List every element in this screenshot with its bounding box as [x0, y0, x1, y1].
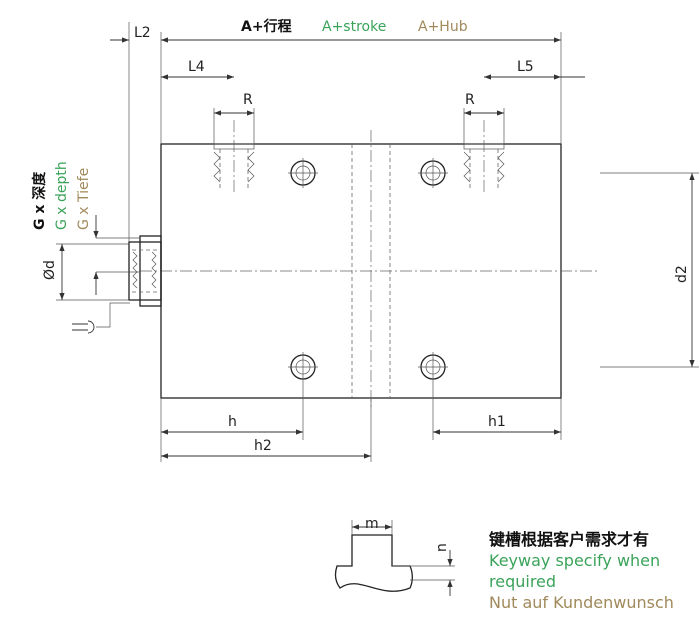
- dim-L4: L4: [188, 59, 205, 75]
- dim-R-right: R: [465, 92, 475, 108]
- dim-h: h: [228, 414, 237, 430]
- bolt-hole-bottom-right: [418, 352, 448, 382]
- bolt-hole-top-left: [288, 158, 318, 188]
- keyway-note: 键槽根据客户需求才有 Keyway specify when required …: [489, 529, 699, 613]
- stroke-label-en: A+stroke: [322, 19, 386, 35]
- keyway-note-de: Nut auf Kundenwunsch: [489, 593, 674, 612]
- dim-R-left: R: [243, 92, 253, 108]
- wrench-icon: [72, 302, 130, 334]
- dim-h1: h1: [488, 414, 506, 430]
- dim-L2: L2: [134, 25, 151, 41]
- thread-label-en: G x depth: [54, 161, 70, 230]
- keyway-note-en: Keyway specify when required: [489, 551, 661, 591]
- dim-L5: L5: [517, 59, 534, 75]
- thread-label-de: G x Tiefe: [76, 168, 92, 230]
- dim-d: Ød: [42, 260, 58, 280]
- thread-label-cn: G x 深度: [31, 171, 48, 230]
- bolt-hole-bottom-left: [288, 352, 318, 382]
- keyway-note-cn: 键槽根据客户需求才有: [489, 530, 650, 549]
- keyway-detail: [334, 520, 455, 596]
- bolt-hole-top-right: [418, 158, 448, 188]
- dim-h2: h2: [254, 438, 272, 454]
- threaded-hole-left: [213, 120, 255, 195]
- dim-n: n: [434, 543, 450, 552]
- stroke-label-de: A+Hub: [418, 19, 468, 35]
- dim-m: m: [365, 516, 379, 532]
- stroke-label-cn: A+行程: [241, 18, 292, 35]
- threaded-hole-right: [463, 120, 505, 195]
- rod-end: [128, 235, 162, 307]
- dim-d2: d2: [674, 265, 690, 283]
